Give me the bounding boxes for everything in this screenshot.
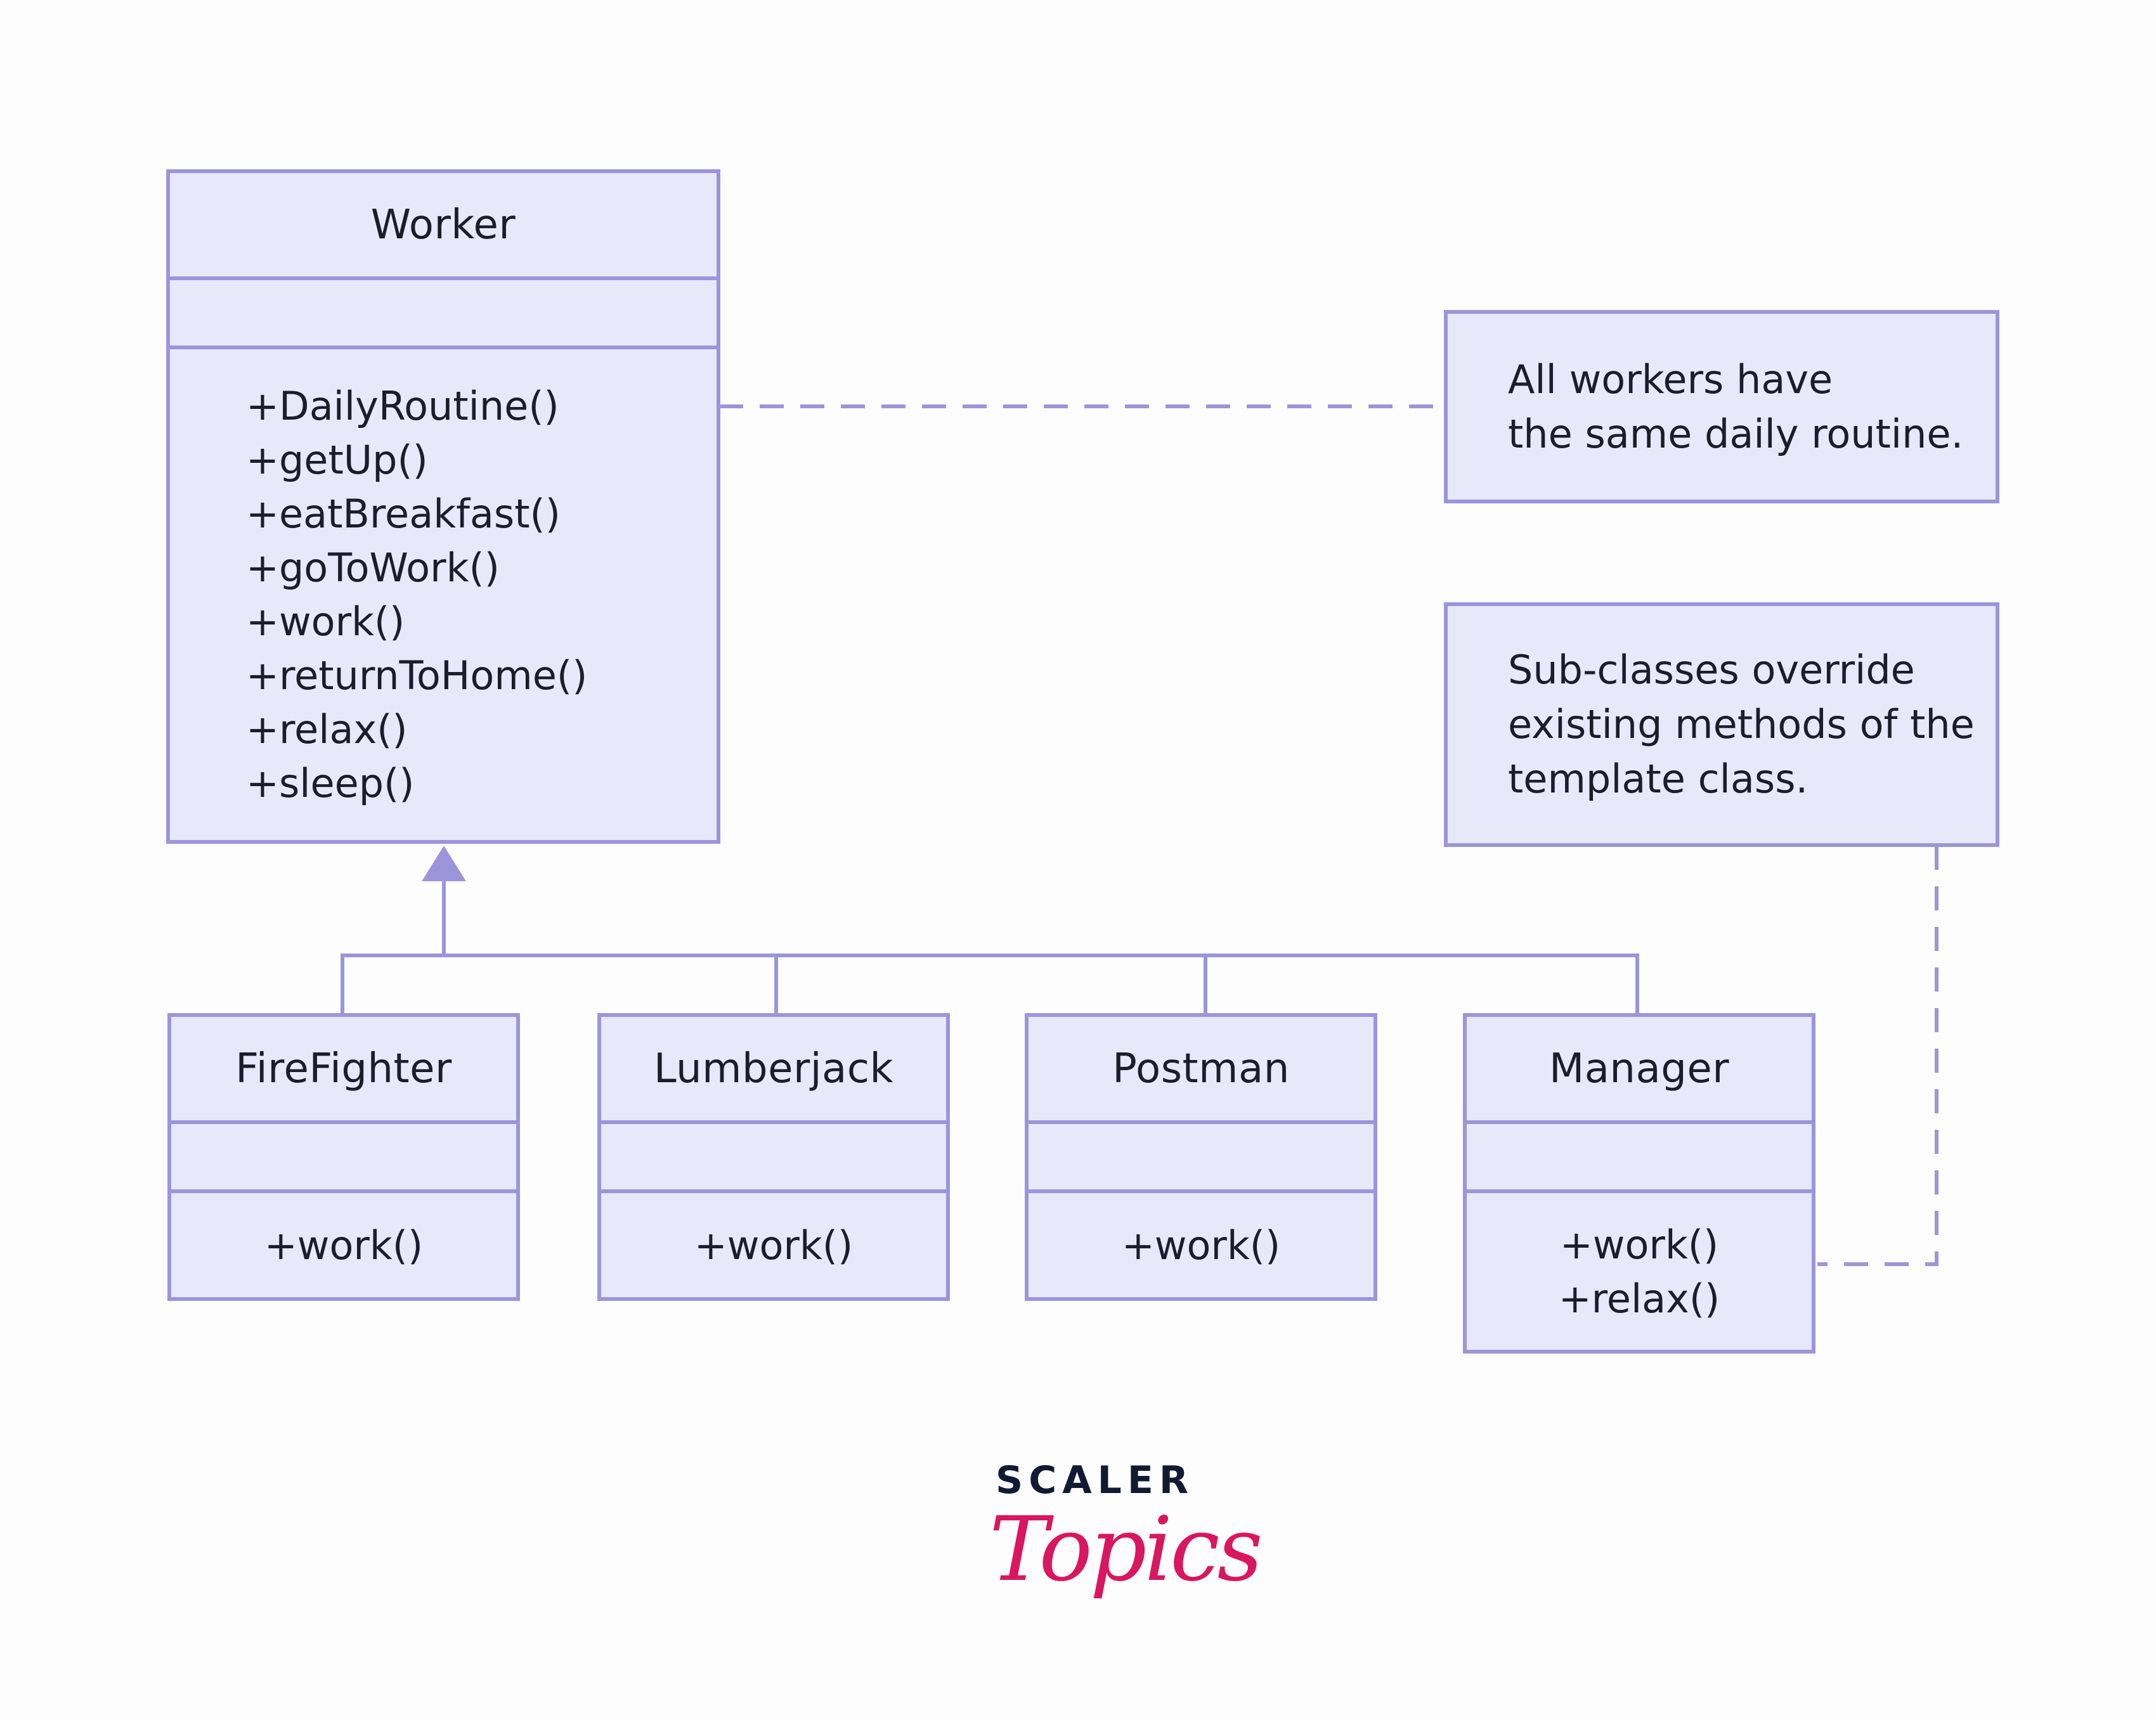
class-methods: +work() +relax(): [1467, 1193, 1812, 1350]
method-work: +work(): [1121, 1222, 1281, 1269]
class-methods: +work(): [601, 1193, 946, 1297]
class-methods: +DailyRoutine() +getUp() +eatBreakfast()…: [170, 349, 717, 840]
class-attributes: [1467, 1124, 1812, 1193]
class-name: Manager: [1467, 1017, 1812, 1124]
class-name: Lumberjack: [601, 1017, 946, 1124]
method-relax: +relax(): [246, 706, 408, 753]
scaler-topics-logo: SCALER Topics: [977, 1458, 1263, 1623]
note-line: template class.: [1508, 756, 1809, 802]
worker-class[interactable]: Worker +DailyRoutine() +getUp() +eatBrea…: [166, 169, 720, 844]
method-work: +work(): [694, 1222, 854, 1269]
class-attributes: [170, 280, 717, 349]
method-work: +work(): [246, 598, 405, 645]
class-attributes: [1029, 1124, 1373, 1193]
brand-scaler: SCALER: [996, 1458, 1195, 1503]
inheritance-arrowhead: [422, 846, 466, 881]
class-attributes: [171, 1124, 516, 1193]
method-daily-routine: +DailyRoutine(): [246, 383, 559, 429]
postman-class[interactable]: Postman +work(): [1025, 1013, 1377, 1301]
manager-class[interactable]: Manager +work() +relax(): [1463, 1013, 1815, 1354]
method-eat-breakfast: +eatBreakfast(): [246, 491, 561, 537]
class-name: Worker: [170, 173, 717, 280]
note-override[interactable]: Sub-classes override existing methods of…: [1444, 602, 1999, 847]
method-relax: +relax(): [1558, 1275, 1720, 1322]
class-methods: +work(): [1029, 1193, 1373, 1297]
method-go-to-work: +goToWork(): [246, 545, 500, 591]
class-name: FireFighter: [171, 1017, 516, 1124]
firefighter-class[interactable]: FireFighter +work(): [167, 1013, 520, 1301]
lumberjack-class[interactable]: Lumberjack +work(): [597, 1013, 950, 1301]
class-methods: +work(): [171, 1193, 516, 1297]
note-line: existing methods of the: [1508, 701, 1975, 747]
note-line: the same daily routine.: [1508, 410, 1964, 457]
note-daily-routine[interactable]: All workers have the same daily routine.: [1444, 310, 1999, 503]
method-work: +work(): [1559, 1221, 1719, 1268]
class-attributes: [601, 1124, 946, 1193]
class-name: Postman: [1029, 1017, 1373, 1124]
method-get-up: +getUp(): [246, 437, 428, 483]
method-return-to-home: +returnToHome(): [246, 652, 588, 699]
method-sleep: +sleep(): [246, 760, 415, 806]
method-work: +work(): [264, 1222, 424, 1269]
brand-topics: Topics: [989, 1498, 1263, 1601]
note-line: Sub-classes override: [1508, 647, 1915, 693]
note-link-manager: [1817, 846, 1938, 1266]
note-line: All workers have: [1508, 356, 1833, 403]
